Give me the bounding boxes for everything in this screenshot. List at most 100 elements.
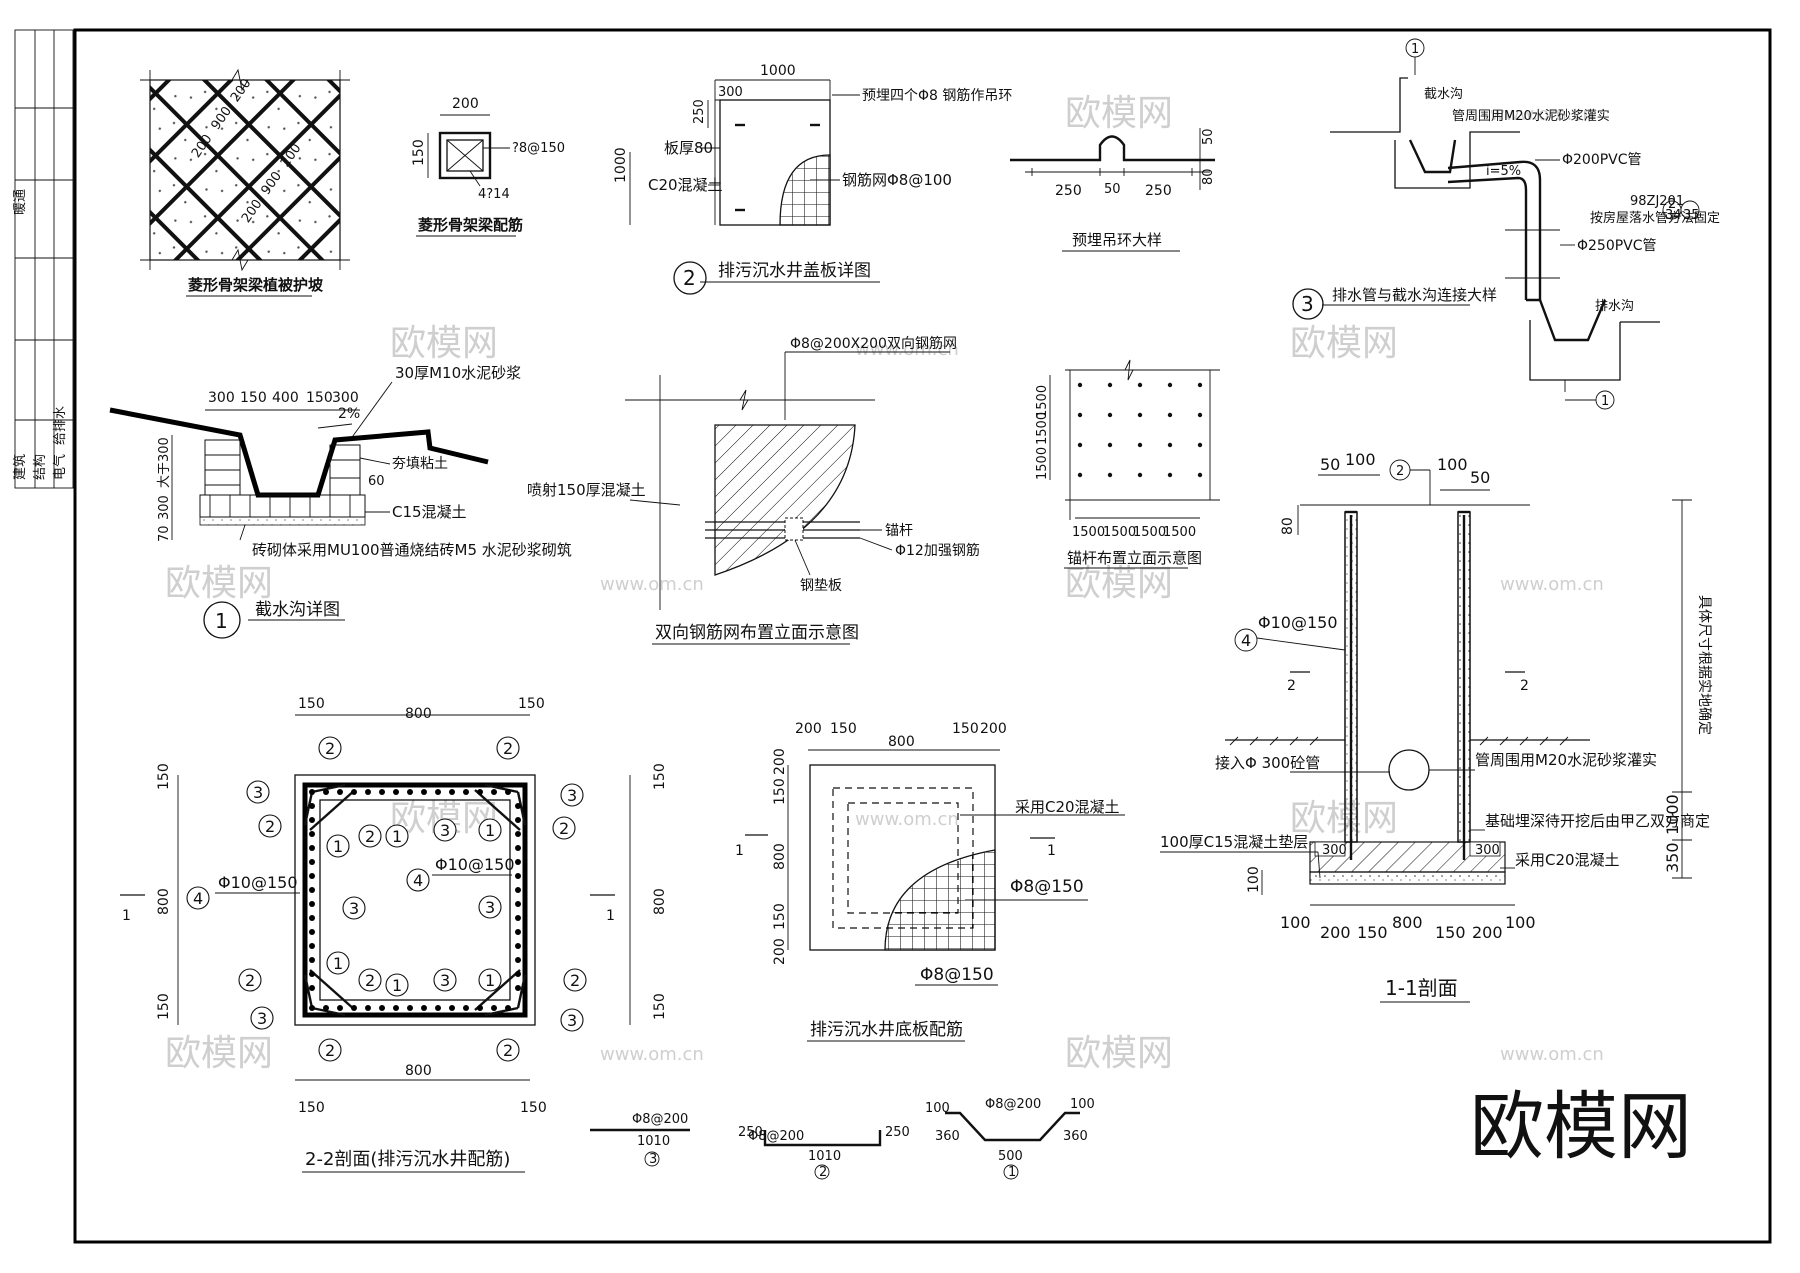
rebar-dot [309, 901, 315, 907]
svg-text:300: 300 [1475, 843, 1500, 858]
rebar-dot [477, 1005, 483, 1011]
svg-text:400: 400 [272, 390, 299, 406]
rebar-dot [393, 1005, 399, 1011]
svg-text:200: 200 [795, 721, 822, 737]
rebar-dot [421, 789, 427, 795]
callout-number: 3 [349, 899, 359, 918]
callout-number: 3 [440, 821, 450, 840]
svg-text:锚杆: 锚杆 [885, 523, 913, 539]
svg-text:www.om.cn: www.om.cn [1500, 574, 1604, 595]
rebar-dot [515, 831, 521, 837]
svg-text:砖砌体采用MU100普通烧结砖M5 水泥砂浆砌筑: 砖砌体采用MU100普通烧结砖M5 水泥砂浆砌筑 [252, 541, 572, 559]
rebar-dot [515, 971, 521, 977]
beam-title: 菱形骨架梁配筋 [418, 216, 523, 234]
svg-text:1500: 1500 [1072, 525, 1105, 540]
svg-text:Φ8@200: Φ8@200 [632, 1112, 688, 1127]
svg-text:i=5%: i=5% [1486, 164, 1521, 179]
callout-number: 3 [440, 971, 450, 990]
svg-text:1010: 1010 [637, 1134, 670, 1149]
svg-text:1500: 1500 [1103, 525, 1136, 540]
callout-number: 2 [365, 971, 375, 990]
rebar-dot [435, 1005, 441, 1011]
anchor-point [1107, 412, 1113, 418]
svg-text:Φ250PVC管: Φ250PVC管 [1577, 238, 1657, 254]
diagram-section-22: 150 800 150 800 150 150 150 800 150 150 … [120, 696, 668, 1173]
svg-text:30厚M10水泥砂浆: 30厚M10水泥砂浆 [395, 364, 521, 382]
rebar-dot [337, 1005, 343, 1011]
callout-circle [318, 1038, 342, 1062]
callout-circle [358, 824, 382, 848]
strip-label-5: 暖通 [13, 189, 28, 215]
rebar-dot [309, 817, 315, 823]
svg-text:100: 100 [1345, 450, 1376, 469]
svg-text:欧模网: 欧模网 [165, 1033, 273, 1074]
callout-number: 3 [253, 783, 263, 802]
svg-text:具体尺寸根据实地确定: 具体尺寸根据实地确定 [1696, 595, 1712, 735]
svg-text:大于300: 大于300 [157, 437, 172, 488]
svg-text:35: 35 [1683, 208, 1700, 223]
rebar-dot [505, 1005, 511, 1011]
callout-circle [186, 886, 210, 910]
rebar-dot [337, 789, 343, 795]
anchor-point [1197, 382, 1203, 388]
rebar-dot [515, 817, 521, 823]
callout-circle [246, 780, 270, 804]
callout-number: 2 [503, 739, 513, 758]
anchor-point [1167, 412, 1173, 418]
svg-text:800: 800 [772, 843, 788, 870]
svg-text:150: 150 [298, 1100, 325, 1116]
callout-circle [560, 783, 584, 807]
callout-number: 2 [365, 827, 375, 846]
callout-number: 2 [570, 971, 580, 990]
diagram-section-11: 50 100 100 50 2 80 2 2 4 Φ10@150 接入Φ 300… [1160, 450, 1712, 1003]
rebar-dot [309, 985, 315, 991]
svg-text:C20混凝土: C20混凝土 [648, 176, 723, 194]
rebar-dot [435, 789, 441, 795]
rebar-dot [379, 1005, 385, 1011]
svg-text:欧模网: 欧模网 [1065, 93, 1173, 134]
rebar-dot [309, 971, 315, 977]
callout-number: 4 [413, 871, 423, 890]
rebar-dot [309, 957, 315, 963]
svg-text:2: 2 [1287, 678, 1296, 694]
svg-text:采用C20混凝土: 采用C20混凝土 [1515, 851, 1620, 869]
anchor-point [1197, 442, 1203, 448]
svg-text:夯填粘土: 夯填粘土 [392, 456, 448, 472]
svg-text:150: 150 [652, 763, 668, 790]
callout-number: 4 [193, 889, 203, 908]
rebar-dot [309, 845, 315, 851]
svg-text:1500: 1500 [1035, 412, 1050, 445]
diagram-lifting-ring: 250 50 250 50 80 预埋吊环大样 [1010, 128, 1216, 252]
callout-number: 2 [325, 739, 335, 758]
callout-circle [560, 1008, 584, 1032]
anchor-point [1107, 442, 1113, 448]
callout-number: 2 [559, 819, 569, 838]
svg-text:接入Φ 300砼管: 接入Φ 300砼管 [1215, 754, 1320, 772]
rebar-dot [421, 1005, 427, 1011]
svg-text:1: 1 [1047, 843, 1056, 859]
svg-text:1: 1 [1008, 1165, 1016, 1180]
anchor-point [1077, 472, 1083, 478]
callout-circle [385, 973, 409, 997]
rebar-dot [309, 873, 315, 879]
svg-text:80: 80 [1280, 517, 1296, 535]
callout-circle [433, 818, 457, 842]
svg-text:1: 1 [1601, 394, 1609, 409]
svg-text:www.om.cn: www.om.cn [1500, 1044, 1604, 1065]
callout-number: 3 [257, 1009, 267, 1028]
rebar-dot [309, 915, 315, 921]
diagram-pipe-connection: 1 截水沟 管周围用M20水泥砂浆灌实 i=5% Φ200PVC管 98ZJ20… [1292, 38, 1720, 410]
svg-text:1500: 1500 [1035, 447, 1050, 480]
callout-number: 2 [265, 817, 275, 836]
svg-text:250: 250 [885, 1125, 910, 1140]
svg-text:350: 350 [1663, 842, 1682, 873]
callout-number: 1 [333, 837, 343, 856]
svg-text:4: 4 [1241, 631, 1251, 650]
callout-circle [552, 816, 576, 840]
svg-text:Φ10@150: Φ10@150 [218, 873, 298, 892]
svg-text:Φ8@150: Φ8@150 [920, 965, 994, 985]
svg-text:管周围用M20水泥砂浆灌实: 管周围用M20水泥砂浆灌实 [1452, 109, 1610, 124]
callout-circle [496, 736, 520, 760]
svg-text:Φ8@200X200双向钢筋网: Φ8@200X200双向钢筋网 [790, 335, 957, 352]
pipe-title: 排水管与截水沟连接大样 [1332, 286, 1497, 304]
